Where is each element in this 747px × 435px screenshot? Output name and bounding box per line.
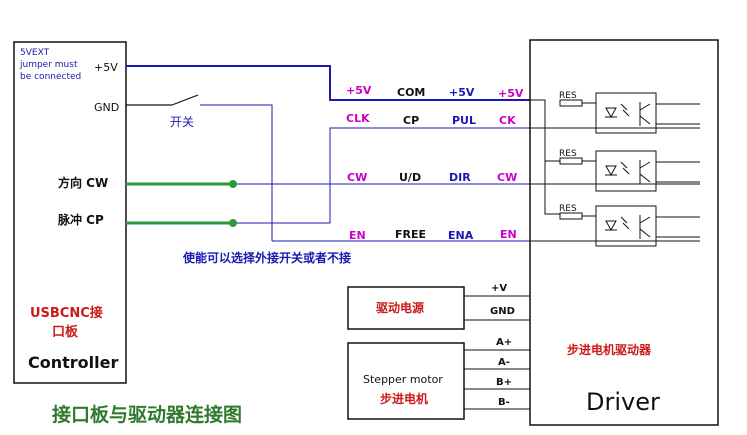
- motor-pin-a-plus: A+: [496, 337, 512, 348]
- controller-box: 5VEXT jumper must be connected +5V GND 方…: [13, 41, 127, 384]
- sig-r0-c2: +5V: [449, 86, 475, 99]
- controller-name-en: Controller: [28, 353, 118, 372]
- sig-r0-c1: COM: [397, 86, 425, 99]
- power-label: 驱动电源: [376, 300, 424, 315]
- res-label-2: RES: [559, 149, 577, 159]
- enable-note: 使能可以选择外接开关或者不接: [182, 250, 351, 265]
- jumper-note-line-1: 5VEXT: [20, 48, 50, 58]
- motor-label-cn: 步进电机: [380, 391, 428, 406]
- motor-box: Stepper motor 步进电机 A+ A- B+ B-: [347, 337, 530, 420]
- driver-name-cn: 步进电机驱动器: [567, 342, 652, 357]
- motor-label-en: Stepper motor: [363, 373, 443, 386]
- sig-r1-c2: PUL: [452, 114, 476, 127]
- jumper-note-line-3: be connected: [20, 72, 81, 82]
- optocoupler-3: [595, 205, 657, 247]
- sig-r2-c0: CW: [347, 171, 367, 184]
- diagram-caption: 接口板与驱动器连接图: [52, 403, 242, 426]
- signal-table: +5V COM +5V +5V CLK CP PUL CK CW U/D DIR…: [346, 84, 524, 242]
- power-pin-gnd: GND: [490, 306, 515, 317]
- motor-pin-a-minus: A-: [498, 357, 510, 368]
- wire-5v-driver-bus: [530, 99, 560, 215]
- jumper-note-line-2: jumper must: [19, 60, 78, 70]
- optocoupler-1: [595, 92, 657, 134]
- power-box: 驱动电源 +V GND: [347, 283, 530, 330]
- motor-pin-b-minus: B-: [498, 397, 510, 408]
- res-label-3: RES: [559, 204, 577, 214]
- sig-r3-c2: ENA: [448, 229, 474, 242]
- driver-name-en: Driver: [586, 388, 660, 416]
- opto-section: RES RES RES: [530, 91, 700, 247]
- sig-r2-c1: U/D: [399, 171, 421, 184]
- pin-5v-label: +5V: [94, 61, 118, 74]
- sig-r1-c0: CLK: [346, 112, 370, 125]
- sig-r1-c3: CK: [499, 114, 516, 127]
- pin-gnd-label: GND: [94, 101, 119, 114]
- sig-r1-c1: CP: [403, 114, 419, 127]
- optocoupler-2: [595, 150, 657, 192]
- wire-5v: [126, 65, 530, 101]
- power-pin-plus: +V: [491, 283, 507, 294]
- motor-pin-b-plus: B+: [496, 377, 512, 388]
- pin-pul-label: 脉冲 CP: [57, 212, 104, 227]
- driver-box: 步进电机驱动器 Driver: [529, 39, 719, 426]
- junction-pul: [229, 219, 237, 227]
- sig-r2-c3: CW: [497, 171, 517, 184]
- controller-name-cn-1: USBCNC接: [30, 305, 103, 321]
- res-label-1: RES: [559, 91, 577, 101]
- junction-dir: [229, 180, 237, 188]
- switch-label: 开关: [170, 115, 194, 129]
- sig-r2-c2: DIR: [449, 171, 471, 184]
- switch-blade: [171, 94, 199, 106]
- sig-r0-c3: +5V: [498, 87, 524, 100]
- sig-r3-c1: FREE: [395, 228, 426, 241]
- controller-name-cn-2: 口板: [52, 324, 79, 340]
- wires: [126, 65, 560, 242]
- sig-r3-c3: EN: [500, 228, 517, 241]
- pin-dir-label: 方向 CW: [58, 175, 108, 190]
- sig-r3-c0: EN: [349, 229, 366, 242]
- wire-gnd-after-switch: [200, 104, 273, 241]
- sig-r0-c0: +5V: [346, 84, 372, 97]
